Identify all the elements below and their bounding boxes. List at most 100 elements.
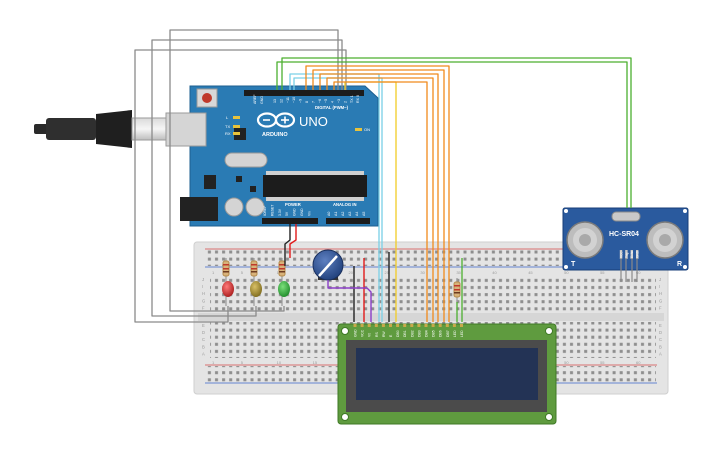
power-pin-label: RESET (270, 205, 274, 216)
wire-gray (169, 29, 339, 312)
row-letter: J (659, 277, 661, 282)
lcd-pin-label: DB1 (403, 330, 407, 337)
column-number: 1 (212, 360, 215, 365)
lcd-pin (417, 324, 421, 327)
row-letter: E (202, 323, 205, 328)
lcd-pin-label: DB7 (446, 330, 450, 337)
row-letter: I (659, 284, 660, 289)
row-letter: I (202, 284, 203, 289)
wire-gray (151, 39, 343, 317)
column-number: 15 (313, 360, 318, 365)
lcd-pin-label: RS (375, 332, 379, 337)
center-channel (198, 313, 664, 321)
digital-pin-label: TX 1 (350, 95, 354, 103)
potentiometer[interactable] (312, 249, 344, 281)
column-number: 25 (384, 270, 389, 275)
sensor-pin (630, 250, 633, 259)
reset-button[interactable] (202, 93, 212, 103)
arduino-uno-board: UNO ARDUINO L TX RX ON DIGITAL (PWM~) PO… (34, 85, 379, 227)
analog-header (326, 218, 370, 224)
lcd-screen (356, 348, 538, 400)
lcd-mount-hole-bl (341, 413, 349, 421)
lcd-pin-label: V0 (368, 333, 372, 337)
column-number: 20 (349, 270, 354, 275)
column-number: 35 (456, 270, 461, 275)
lcd-pin-label: DB2 (410, 330, 414, 337)
column-number: 40 (492, 270, 497, 275)
sensor-mount-hole (683, 209, 687, 213)
column-number: 50 (564, 360, 569, 365)
row-letter: C (202, 337, 205, 342)
digital-header (244, 90, 364, 96)
arduino-logo-icon (256, 112, 296, 128)
analog-pin-label: A5 (362, 212, 366, 216)
sensor-crystal (611, 211, 641, 222)
wire-green (281, 57, 632, 208)
sensor-pin (619, 250, 623, 259)
lcd-pin (353, 324, 357, 327)
digital-pin-label: ~6 (318, 99, 322, 103)
lcd-pin (438, 324, 442, 327)
led-label-l: L (226, 115, 229, 120)
sensor-transducer-left (566, 221, 604, 259)
sensor-corner-left: T (571, 261, 576, 268)
digital-pin-label: RX 0 (356, 95, 360, 103)
crystal (224, 152, 268, 168)
led-label-tx: TX (225, 124, 230, 129)
lcd-pin (403, 324, 407, 327)
wire-red (289, 224, 297, 258)
power-pin-label: GND (300, 208, 304, 216)
rail-holes-top-2 (206, 258, 656, 266)
sensor-pin-label: GND (636, 250, 640, 258)
led-l (233, 116, 240, 119)
column-number: 30 (420, 270, 425, 275)
led-on (355, 128, 362, 131)
lcd-pin (452, 324, 456, 327)
digital-pin-label: 4 (331, 101, 335, 103)
resistor-green-led (278, 258, 286, 282)
analog-pin-label: A4 (355, 212, 359, 216)
digital-pin-label: ~11 (286, 97, 290, 103)
led-rx (233, 132, 240, 135)
row-letter: H (202, 291, 205, 296)
wires (134, 29, 638, 323)
row-letter: H (659, 291, 662, 296)
lcd-pin-label: DB5 (432, 330, 436, 337)
power-header (262, 218, 318, 224)
column-number: 5 (241, 270, 244, 275)
lcd-pin (396, 324, 400, 327)
resistor-yellow-led (250, 258, 258, 282)
barrel-jack (180, 197, 218, 221)
row-letter: A (659, 351, 662, 356)
aref-label: AREF (253, 94, 257, 104)
power-pin-label: Vin (307, 211, 311, 216)
digital-pin-label: ~10 (292, 97, 296, 103)
sensor-pin (625, 250, 628, 259)
lcd-pin (431, 324, 435, 327)
sensor-corner-right: R (677, 261, 682, 268)
column-number: 45 (528, 270, 533, 275)
column-number: 60 (636, 270, 641, 275)
sensor-pin-label: Trig (625, 252, 629, 258)
column-number: 5 (241, 360, 244, 365)
column-number: 50 (564, 270, 569, 275)
row-letter: J (202, 277, 204, 282)
lcd-pin-label: RW (382, 331, 386, 337)
wire-black (284, 224, 291, 266)
resistor-red-led (222, 258, 230, 282)
power-pin-label: 3.3V (278, 208, 282, 216)
power-pin-label: IOREF (263, 206, 267, 216)
sensor-pin-label: Echo (630, 251, 634, 258)
voltage-regulator (204, 175, 216, 189)
board-brand: ARDUINO (262, 132, 288, 138)
power-pin-label: 5V (285, 211, 289, 216)
on-label: ON (364, 127, 370, 132)
rail-holes-top-1 (206, 250, 656, 258)
